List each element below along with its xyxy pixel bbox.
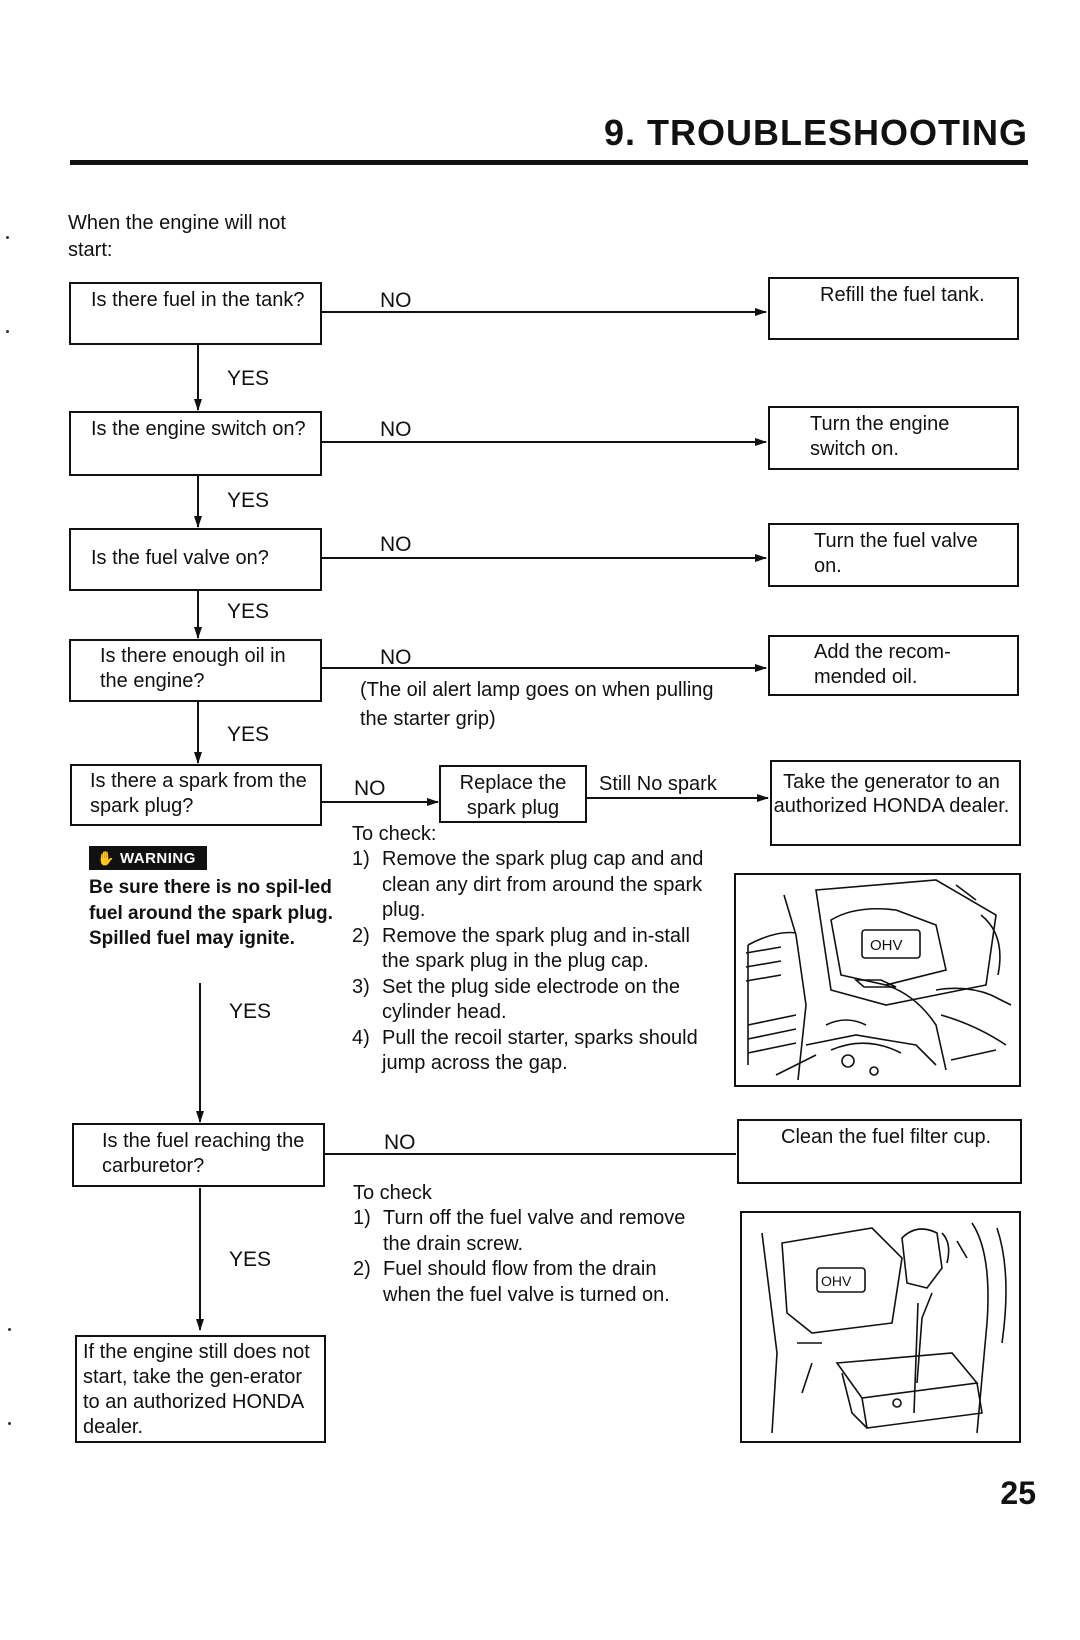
spark-plug-illustration: OHV — [734, 873, 1021, 1087]
fuel-check-step: 2)Fuel should flow from the drain when t… — [353, 1258, 670, 1306]
spark-check-step: 1)Remove the spark plug cap and and clea… — [352, 848, 704, 921]
question-box-fuel-valve: Is the fuel valve on? — [69, 528, 322, 591]
page-title: 9. TROUBLESHOOTING — [603, 112, 1028, 153]
page-number: 25 — [1000, 1475, 1036, 1511]
spark-check-step: 4)Pull the recoil starter, sparks should… — [352, 1026, 698, 1075]
question-box-spark: Is there a spark from the spark plug? — [70, 764, 322, 826]
question-box-oil: Is there enough oil in the engine? — [69, 639, 322, 702]
fuel-check-step: 1)Turn off the fuel valve and remove the… — [353, 1207, 686, 1255]
yes-label: YES — [227, 367, 270, 390]
remedy-box-fuel-valve: Turn the fuel valve on. — [768, 523, 1019, 587]
no-label: NO — [380, 289, 412, 312]
no-label: NO — [384, 1131, 416, 1154]
remedy-box-dealer: Take the generator to an authorized HOND… — [770, 760, 1021, 846]
warning-text: Be sure there is no spil-led fuel around… — [89, 877, 333, 949]
no-label: NO — [354, 777, 386, 800]
yes-label: YES — [227, 489, 270, 512]
ohv-label: OHV — [870, 937, 903, 954]
remedy-box-refill-fuel: Refill the fuel tank. — [768, 277, 1019, 340]
remedy-box-fuel-filter: Clean the fuel filter cup. — [737, 1119, 1022, 1184]
warning-hand-icon: ✋ — [97, 849, 115, 866]
fuel-drain-drawing: OHV — [761, 1222, 1007, 1434]
final-dealer-box: If the engine still does not start, take… — [75, 1335, 326, 1443]
spark-plug-drawing: OHV — [745, 879, 1012, 1081]
remedy-box-add-oil: Add the recom-mended oil. — [768, 635, 1019, 696]
question-box-fuel: Is there fuel in the tank? — [69, 282, 322, 345]
yes-label: YES — [229, 1000, 272, 1023]
fuel-check-heading: To check — [353, 1182, 432, 1204]
no-label: NO — [380, 646, 412, 669]
yes-label: YES — [229, 1248, 272, 1271]
oil-alert-note: (The oil alert lamp goes on when pulling… — [360, 679, 714, 730]
spark-check-step: 3)Set the plug side electrode on the cyl… — [352, 975, 680, 1024]
warning-badge: ✋ WARNING — [89, 846, 207, 870]
ohv-label: OHV — [821, 1273, 852, 1289]
no-label: NO — [380, 418, 412, 441]
yes-label: YES — [227, 600, 270, 623]
spark-check-steps: 1)Remove the spark plug cap and and clea… — [352, 847, 722, 1077]
remedy-box-engine-switch: Turn the engine switch on. — [768, 406, 1019, 470]
question-box-engine-switch: Is the engine switch on? — [69, 411, 322, 476]
no-label: NO — [380, 533, 412, 556]
yes-label: YES — [227, 723, 270, 746]
spark-check-heading: To check: — [352, 823, 437, 845]
title-rule — [70, 160, 1028, 165]
fuel-check-steps: 1)Turn off the fuel valve and remove the… — [353, 1206, 698, 1308]
spark-check-step: 2)Remove the spark plug and in-stall the… — [352, 924, 690, 973]
replace-plug-box: Replace the spark plug — [439, 765, 587, 823]
intro-text: When the engine will not start: — [68, 212, 286, 261]
still-no-spark-label: Still No spark — [599, 773, 717, 795]
question-box-fuel-carburetor: Is the fuel reaching the carburetor? — [72, 1123, 325, 1187]
fuel-drain-illustration: OHV — [740, 1211, 1021, 1443]
